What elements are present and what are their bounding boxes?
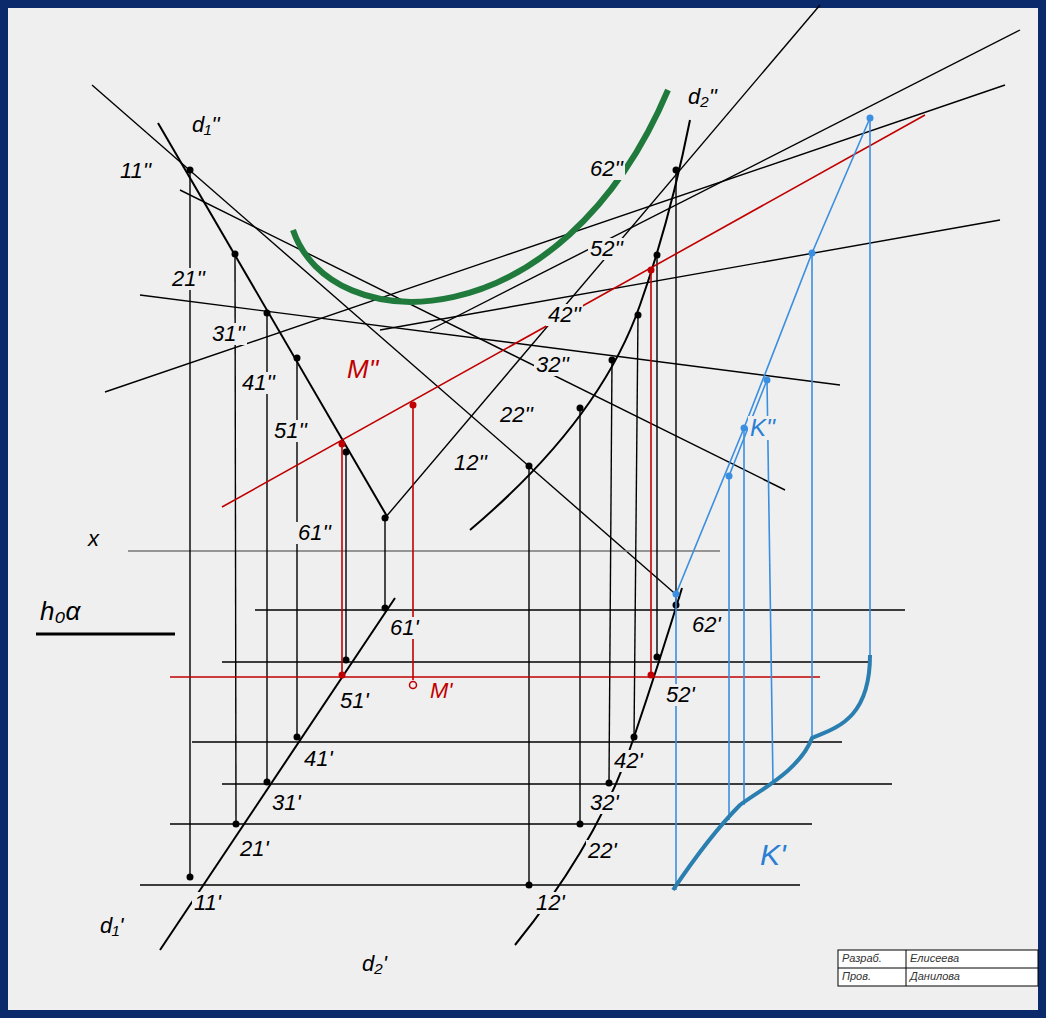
point-label: K'' <box>748 416 777 440</box>
curve-name: d₁' <box>98 915 125 937</box>
curve-name: d₂'' <box>686 86 719 108</box>
point-label: 51'' <box>272 420 309 442</box>
title-block-cell: Пров. <box>842 971 871 982</box>
point-label: 52'' <box>588 238 625 260</box>
point-label: 31'' <box>210 323 247 345</box>
point-label: 31' <box>270 792 303 814</box>
point-label: 21' <box>238 838 271 860</box>
point-label: M'' <box>345 356 381 382</box>
point-label: 61' <box>388 617 421 639</box>
point-label: 22'' <box>498 404 535 426</box>
point-label: 42'' <box>546 304 583 326</box>
curve-name: d₁'' <box>190 114 222 136</box>
point-label: 62'' <box>588 158 625 180</box>
point-label: 61'' <box>296 522 333 544</box>
point-label: 21'' <box>170 268 207 290</box>
point-label: M' <box>428 680 455 702</box>
point-label: 12'' <box>452 452 489 474</box>
trace-label: h₀α <box>38 598 82 624</box>
point-label: 62' <box>690 614 723 636</box>
point-label: 41'' <box>240 372 277 394</box>
point-label: 22' <box>586 840 619 862</box>
point-label: 42' <box>612 750 645 772</box>
point-label: 32' <box>588 792 621 814</box>
point-label: 32'' <box>534 354 571 376</box>
point-label: 51' <box>338 690 371 712</box>
point-label: 12' <box>534 892 567 914</box>
title-block-cell: Данилова <box>910 971 960 982</box>
point-label: 11'' <box>118 160 153 182</box>
title-block-cell: Разраб. <box>842 953 882 964</box>
curve-name: K' <box>758 840 788 870</box>
axis-label: x <box>86 528 101 550</box>
point-label: 41' <box>302 748 335 770</box>
point-label: 11' <box>192 892 223 914</box>
curve-name: d₂' <box>360 953 389 975</box>
title-block-cell: Елисеева <box>910 953 959 964</box>
point-label: 52' <box>664 684 697 706</box>
